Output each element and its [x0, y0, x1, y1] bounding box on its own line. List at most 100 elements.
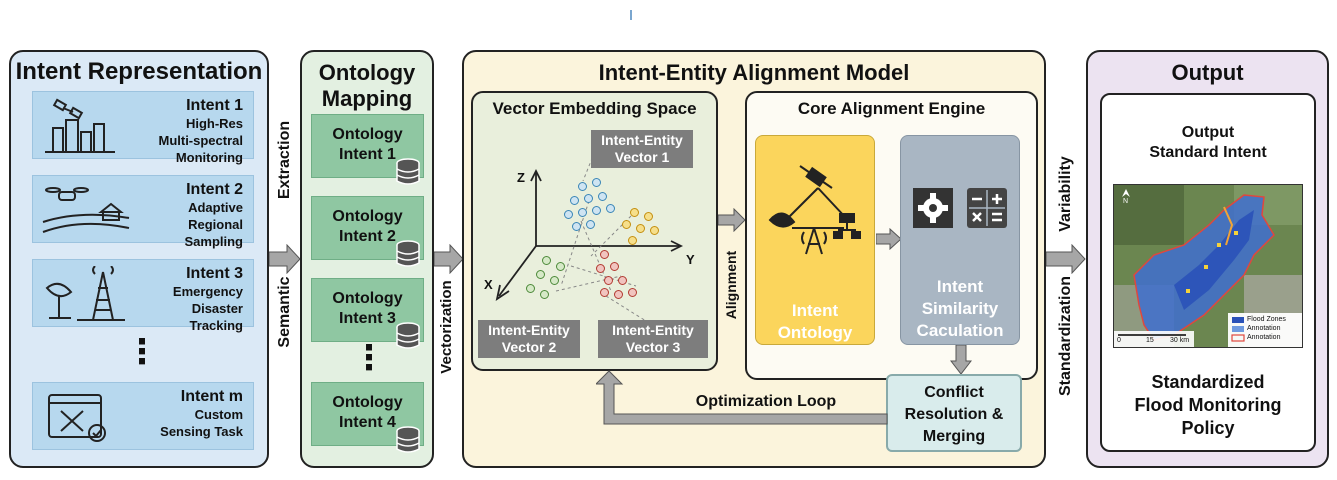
vector-point — [572, 222, 581, 231]
semantic-extraction-arrow — [269, 244, 301, 274]
vector-label-line: Intent-Entity — [612, 322, 694, 338]
vector-point — [596, 264, 605, 273]
vector-label-line: Vector 3 — [625, 339, 681, 355]
intent-name: Intent 1 — [186, 97, 243, 114]
map-legend-flood: Flood Zones — [1247, 316, 1286, 323]
axis-x-label: X — [484, 277, 493, 292]
standardization-text: Standardization — [1057, 275, 1074, 396]
output-standard-line: Standard Intent — [1149, 144, 1267, 161]
similarity-label-line: Caculation — [916, 321, 1004, 340]
vectorization-text: Vectorization — [438, 280, 455, 374]
vector-point — [618, 276, 627, 285]
optimization-loop-arrow — [596, 370, 888, 425]
vectorization-label: Vectorization — [438, 267, 458, 387]
intent-desc-line: Sampling — [184, 234, 243, 249]
database-icon — [396, 158, 420, 185]
core-alignment-engine-title: Core Alignment Engine — [797, 99, 986, 118]
vector-label-line: Vector 1 — [614, 149, 670, 165]
alignment-model-title: Intent-Entity Alignment Model — [598, 60, 910, 85]
intent-name: Intent m — [180, 388, 243, 405]
ontology-label-line: Ontology — [777, 323, 853, 342]
flood-map-image — [1114, 185, 1302, 347]
ontology-card-line: Intent 3 — [339, 310, 396, 327]
ontology-card-1: Ontology Intent 1 — [311, 114, 424, 185]
intent-card-3: Intent 3 Emergency Disaster Tracking — [32, 259, 254, 333]
ontology-ellipsis: ⋮ — [352, 339, 386, 377]
vector-point — [614, 290, 623, 299]
north-arrow-icon: N — [1123, 198, 1129, 205]
engine-inner-arrow — [876, 228, 902, 250]
alignment-label: Alignment — [723, 245, 741, 325]
ontology-title-line: Ontology — [318, 60, 416, 85]
intent-ellipsis: ⋮ — [125, 333, 159, 371]
vector-point — [592, 206, 601, 215]
vector-point — [600, 250, 609, 259]
intent-desc-line: Disaster — [191, 301, 243, 316]
ontology-card-line: Intent 4 — [339, 414, 396, 431]
conflict-line: Merging — [922, 428, 986, 445]
vector-point — [630, 208, 639, 217]
gear-icon — [913, 188, 953, 228]
standardization-label: Standardization — [1057, 276, 1077, 396]
semantic-extraction-label: Extraction — [276, 90, 296, 230]
map-scale-15: 15 — [1146, 337, 1154, 344]
map-legend-annotation-1: Annotation — [1247, 325, 1281, 332]
satellite-network-icon — [768, 165, 861, 255]
vector-point — [536, 270, 545, 279]
map-scale-0: 0 — [1117, 337, 1121, 344]
conflict-line: Conflict — [924, 384, 984, 401]
axis-z-label: Z — [517, 170, 525, 185]
alignment-text: Alignment — [723, 250, 739, 320]
vector-point — [586, 220, 595, 229]
vector-label-line: Intent-Entity — [601, 132, 683, 148]
map-legend-annotation-2: Annotation — [1247, 334, 1281, 341]
ontology-card-line: Intent 2 — [339, 228, 396, 245]
map-scale-30: 30 km — [1170, 337, 1190, 344]
flood-map: Flood Zones Annotation Annotation 0 15 3… — [1113, 184, 1303, 348]
axis-y-label: Y — [686, 252, 695, 267]
intent-similarity-box: Intent Similarity Caculation — [900, 135, 1020, 345]
satellite-city-icon — [45, 98, 115, 153]
vector-label-line: Intent-Entity — [488, 322, 570, 338]
database-icon — [396, 426, 420, 453]
intent-title: Intent 1 High-Res Multi-spectral Monitor… — [158, 96, 243, 166]
extraction-text: Extraction — [276, 120, 293, 200]
intent-title: Intent m Custom Sensing Task — [160, 387, 243, 440]
policy-line: Policy — [1181, 418, 1235, 438]
vector-point — [526, 284, 535, 293]
ontology-mapping-title: Ontology Mapping — [302, 60, 432, 112]
standardization-arrow — [1046, 244, 1086, 274]
vector-point — [628, 236, 637, 245]
intent-representation-title: Intent Representation — [15, 58, 263, 85]
vector-point — [636, 224, 645, 233]
intent-name: Intent 2 — [186, 181, 243, 198]
top-mark — [630, 10, 632, 20]
intent-desc-line: High-Res — [185, 116, 243, 131]
intent-title: Intent 3 Emergency Disaster Tracking — [173, 264, 243, 334]
conflict-line: Resolution & — [904, 406, 1004, 423]
vector-point — [556, 262, 565, 271]
custom-task-icon — [48, 394, 106, 442]
vector-point — [606, 204, 615, 213]
intent-card-1: Intent 1 High-Res Multi-spectral Monitor… — [32, 91, 254, 165]
calculator-icon — [967, 188, 1007, 228]
intent-name: Intent 3 — [186, 265, 243, 282]
vector-point — [628, 288, 637, 297]
output-standard-title: Output Standard Intent — [1102, 123, 1314, 163]
intent-similarity-label: Intent Similarity Caculation — [901, 276, 1019, 342]
ontology-card-3: Ontology Intent 3 — [311, 278, 424, 349]
ontology-card-4: Ontology Intent 4 — [311, 382, 424, 453]
vector-label-2: Intent-Entity Vector 2 — [478, 320, 580, 358]
vector-label-3: Intent-Entity Vector 3 — [598, 320, 708, 358]
variability-label: Variability — [1057, 149, 1077, 239]
intent-desc-line: Adaptive — [188, 200, 243, 215]
intent-desc-line: Monitoring — [175, 150, 243, 165]
ontology-card-line: Intent 1 — [339, 146, 396, 163]
semantic-label: Semantic — [276, 252, 296, 372]
vector-point — [644, 212, 653, 221]
antenna-tower-icon — [45, 266, 125, 321]
vector-point — [604, 276, 613, 285]
vector-point — [598, 192, 607, 201]
output-title: Output — [1171, 60, 1244, 85]
policy-line: Flood Monitoring — [1134, 395, 1282, 415]
